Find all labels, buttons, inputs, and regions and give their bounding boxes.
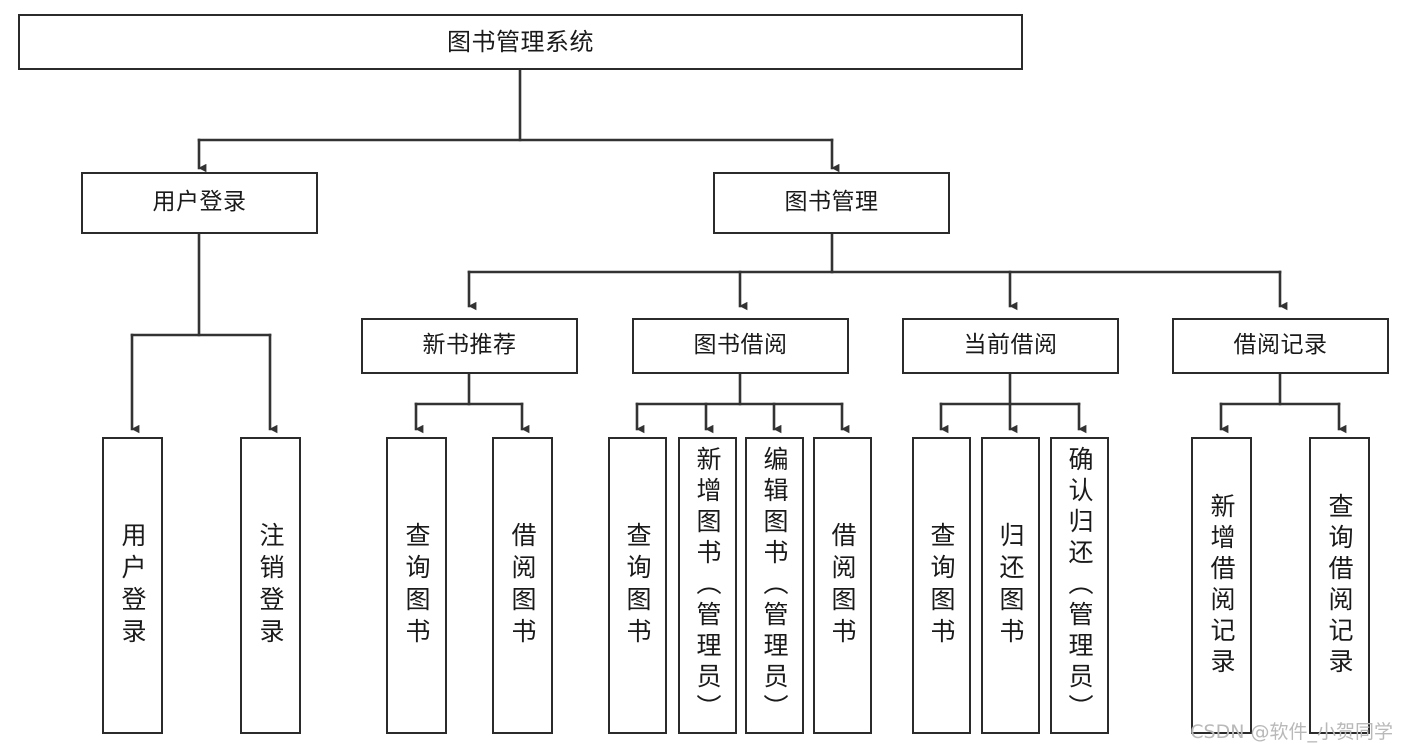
node-label: 图书借阅 [693, 332, 788, 359]
node-borrow-record[interactable]: 借阅记录 [1172, 318, 1389, 374]
node-book-borrow[interactable]: 图书借阅 [632, 318, 849, 374]
node-leaf-edit-book-admin[interactable]: 编辑图书（管理员） [745, 437, 804, 734]
node-leaf-borrow-book-new[interactable]: 借阅图书 [492, 437, 553, 734]
node-leaf-user-logout[interactable]: 注销登录 [240, 437, 301, 734]
node-label: 查询图书 [402, 521, 431, 650]
node-label: 查询图书 [623, 521, 652, 650]
node-leaf-query-book-current[interactable]: 查询图书 [912, 437, 971, 734]
node-label: 查询借阅记录 [1325, 492, 1354, 679]
node-leaf-query-borrow-record[interactable]: 查询借阅记录 [1309, 437, 1370, 734]
node-leaf-return-book[interactable]: 归还图书 [981, 437, 1040, 734]
node-user-login[interactable]: 用户登录 [81, 172, 318, 234]
node-label: 新增借阅记录 [1207, 492, 1236, 679]
node-leaf-user-login[interactable]: 用户登录 [102, 437, 163, 734]
node-label: 图书管理 [784, 189, 879, 216]
node-label: 新书推荐 [422, 332, 517, 359]
node-label: 编辑图书（管理员） [760, 446, 789, 725]
node-leaf-query-book-new[interactable]: 查询图书 [386, 437, 447, 734]
node-label: 借阅图书 [828, 521, 857, 650]
node-leaf-add-book-admin[interactable]: 新增图书（管理员） [678, 437, 737, 734]
node-label: 注销登录 [256, 521, 285, 650]
node-label: 图书管理系统 [447, 27, 594, 56]
node-leaf-add-borrow-record[interactable]: 新增借阅记录 [1191, 437, 1252, 734]
csdn-watermark: CSDN @软件_小贺同学 [1190, 721, 1393, 743]
node-leaf-borrow-book-borrow[interactable]: 借阅图书 [813, 437, 872, 734]
node-label: 当前借阅 [963, 332, 1058, 359]
node-label: 确认归还（管理员） [1065, 446, 1094, 725]
node-label: 新增图书（管理员） [693, 446, 722, 725]
node-new-book-recommendation[interactable]: 新书推荐 [361, 318, 578, 374]
node-leaf-query-book-borrow[interactable]: 查询图书 [608, 437, 667, 734]
node-leaf-confirm-return-admin[interactable]: 确认归还（管理员） [1050, 437, 1109, 734]
node-book-management[interactable]: 图书管理 [713, 172, 950, 234]
node-label: 查询图书 [927, 521, 956, 650]
node-label: 用户登录 [152, 189, 247, 216]
node-label: 借阅图书 [508, 521, 537, 650]
node-label: 用户登录 [118, 521, 147, 650]
node-current-borrow[interactable]: 当前借阅 [902, 318, 1119, 374]
node-label: 借阅记录 [1233, 332, 1328, 359]
node-root-book-management-system[interactable]: 图书管理系统 [18, 14, 1023, 70]
node-label: 归还图书 [996, 521, 1025, 650]
